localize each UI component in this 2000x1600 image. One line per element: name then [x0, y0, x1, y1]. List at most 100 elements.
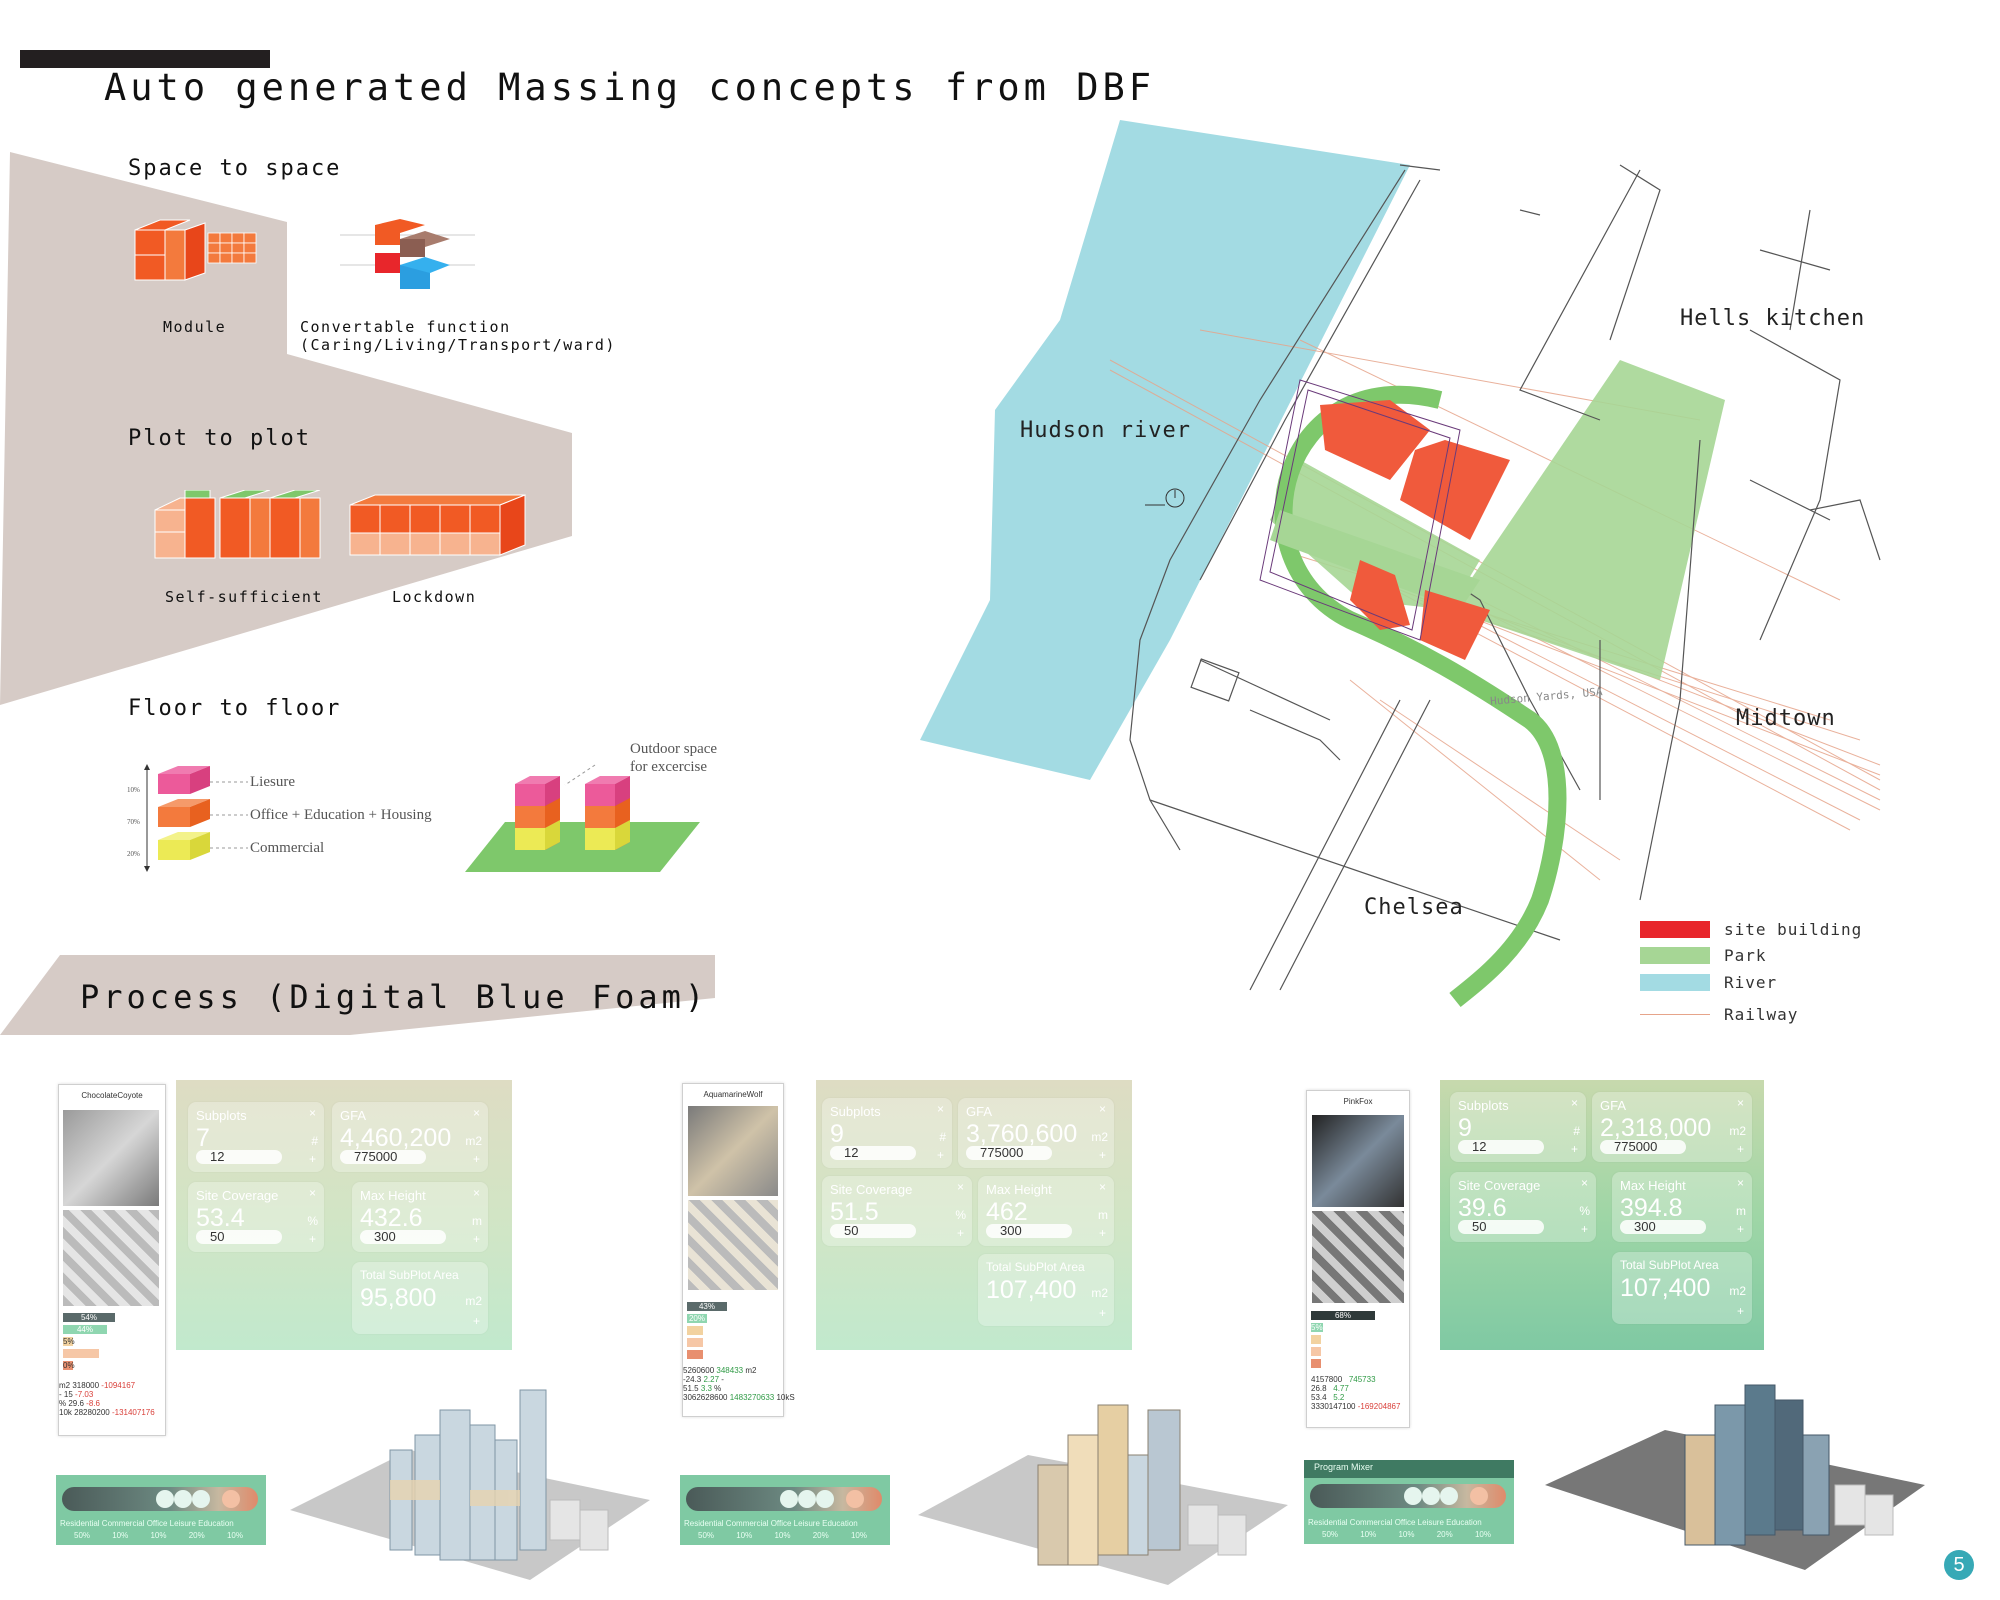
subplots-card-1[interactable]: Subplots× 7# 12+ [188, 1102, 324, 1172]
pct-mid-label: 70% [127, 818, 140, 826]
option-bar-3a: 68% [1311, 1311, 1375, 1320]
mixer-handle-3d[interactable] [1470, 1487, 1488, 1505]
option-render-1 [63, 1110, 159, 1206]
lockdown-caption: Lockdown [392, 588, 477, 606]
mixer-handle-3b[interactable] [1422, 1487, 1440, 1505]
legend-label-railway: Railway [1724, 1005, 1799, 1024]
process-title: Process (Digital Blue Foam) [80, 978, 709, 1016]
mixer-handle-3a[interactable] [1404, 1487, 1422, 1505]
floor-to-floor-title: Floor to floor [128, 696, 342, 721]
header-bar [20, 50, 270, 68]
legend-swatch-railway [1640, 1014, 1710, 1015]
floor-stack-diagram [144, 764, 248, 872]
subplots-card-3[interactable]: Subplots× 9# 12+ [1450, 1092, 1586, 1162]
hells-kitchen-label: Hells kitchen [1680, 306, 1866, 331]
site-coverage-card-3[interactable]: Site Coverage× 39.6% 50+ [1450, 1172, 1596, 1242]
commercial-label: Commercial [250, 840, 325, 856]
plot-to-plot-title: Plot to plot [128, 426, 311, 451]
option-name-2: AquamarineWolf [703, 1090, 763, 1099]
massing-render-3 [1545, 1384, 1925, 1570]
option-render-2 [688, 1106, 778, 1196]
option-plan-2 [688, 1200, 778, 1290]
space-to-space-title: Space to space [128, 156, 342, 181]
mixer-pcts-1: 50% 10% 10% 20% 10% [74, 1531, 243, 1540]
legend-label-site: site building [1724, 920, 1863, 939]
option-bar-1b: 44% [63, 1325, 107, 1334]
site-coverage-card-1[interactable]: Site Coverage× 53.4% 50+ [188, 1182, 324, 1252]
pct-bottom-label: 20% [127, 850, 140, 858]
option-stats-3: 4157800 745733 26.8 4.77 53.4 5.2 333014… [1311, 1375, 1401, 1411]
convertable-caption: Convertable function (Caring/Living/Tran… [300, 318, 616, 354]
concept-background [0, 152, 715, 1035]
mixer-handle-2c[interactable] [816, 1490, 834, 1508]
legend-label-park: Park [1724, 946, 1767, 965]
subplots-card-2[interactable]: Subplots× 9# 12+ [822, 1098, 952, 1168]
pct-top-label: 10% [127, 786, 140, 794]
option-plan-3 [1312, 1211, 1404, 1303]
hudson-river-label: Hudson river [1020, 418, 1191, 443]
option-bar-2c [687, 1326, 703, 1335]
option-bar-2a: 43% [687, 1302, 727, 1311]
option-bar-2d [687, 1338, 703, 1347]
mixer-handle-2d[interactable] [846, 1490, 864, 1508]
mixer-handle-2b[interactable] [798, 1490, 816, 1508]
massing-render-1 [290, 1389, 650, 1580]
page-number-badge: 5 [1944, 1550, 1974, 1580]
outdoor-diagram [465, 764, 700, 872]
leisure-label: Liesure [250, 774, 295, 790]
mixer-pcts-2: 50% 10% 10% 20% 10% [698, 1531, 867, 1540]
convertable-caption-line1: Convertable function [300, 318, 511, 336]
option-render-3 [1312, 1115, 1404, 1207]
option-stats-2: 5260600 348433 m2 -24.3 2.27 - 51.5 3.3 … [683, 1366, 795, 1402]
mixer-pcts-3: 50% 10% 10% 20% 10% [1322, 1530, 1491, 1539]
mixer-handle-1b[interactable] [174, 1490, 192, 1508]
option-bar-1c: 5% [63, 1337, 75, 1346]
outdoor-label-line1: Outdoor space [630, 741, 718, 757]
page-title: Auto generated Massing concepts from DBF [104, 66, 1156, 109]
option-bar-1d [63, 1349, 99, 1358]
mixer-handle-1a[interactable] [156, 1490, 174, 1508]
mixer-labels-1: Residential Commercial Office Leisure Ed… [60, 1519, 234, 1528]
option-bar-3b: 5% [1311, 1323, 1323, 1332]
legend-railway: Railway [1640, 1005, 1798, 1024]
option-stats-1: m2 318000 -1094167 - 15 -7.03 % 29.6 -8.… [59, 1381, 155, 1417]
program-mixer-1[interactable]: Residential Commercial Office Leisure Ed… [56, 1475, 266, 1545]
option-card-3[interactable]: PinkFox 68% 5% 4157800 745733 26.8 4.77 … [1306, 1090, 1410, 1428]
option-name-3: PinkFox [1343, 1097, 1373, 1106]
option-card-1[interactable]: ChocolateCoyote 54% 44% 5% 0% m2 318000 … [58, 1084, 166, 1436]
option-bar-2b: 20% [687, 1314, 707, 1323]
option-name-1: ChocolateCoyote [81, 1091, 143, 1100]
convertable-diagram [340, 219, 475, 289]
program-mixer-3[interactable]: Program Mixer Residential Commercial Off… [1304, 1460, 1514, 1544]
legend-label-river: River [1724, 973, 1778, 992]
mixer-handle-1c[interactable] [192, 1490, 210, 1508]
program-mixer-2[interactable]: Residential Commercial Office Leisure Ed… [680, 1475, 890, 1545]
site-map [920, 120, 1881, 1008]
module-diagram [134, 219, 257, 281]
convertable-caption-line2: (Caring/Living/Transport/ward) [300, 336, 616, 354]
mixer-title-3: Program Mixer [1314, 1462, 1374, 1472]
plot-diagram [154, 490, 526, 559]
self-sufficient-caption: Self-sufficient [165, 588, 323, 606]
legend-river: River [1640, 973, 1777, 992]
site-coverage-card-2[interactable]: Site Coverage× 51.5% 50+ [822, 1176, 972, 1246]
option-plan-1 [63, 1210, 159, 1306]
legend-site-building: site building [1640, 920, 1862, 939]
option-card-2[interactable]: AquamarineWolf 43% 20% 5260600 348433 m2… [682, 1083, 795, 1417]
mixer-handle-1d[interactable] [222, 1490, 240, 1508]
mixer-handle-2a[interactable] [780, 1490, 798, 1508]
mixer-handle-3c[interactable] [1440, 1487, 1458, 1505]
outdoor-label: Outdoor space for excercise [630, 740, 717, 776]
